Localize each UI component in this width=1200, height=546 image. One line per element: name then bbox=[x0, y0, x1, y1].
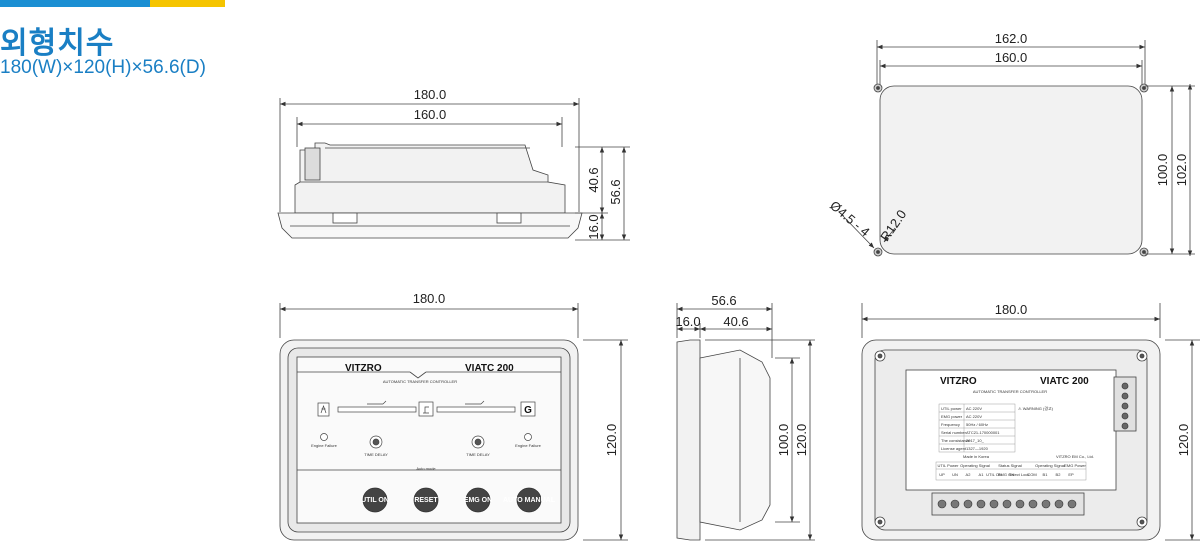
rear-terminal-table bbox=[935, 461, 1087, 481]
spec-value: 1327—1920 bbox=[966, 446, 989, 451]
terminal-screw bbox=[937, 499, 947, 509]
rear-spec-table bbox=[938, 403, 1016, 453]
top-dim-flange: 16.0 bbox=[586, 214, 601, 239]
front-panel-caption: AUTOMATIC TRANSFER CONTROLLER bbox=[383, 379, 457, 384]
panel-cutout bbox=[841, 40, 1195, 257]
front-engine-failure-right: Engine Failure bbox=[515, 443, 542, 448]
cutout-dim-inner-width: 160.0 bbox=[995, 50, 1028, 65]
terminal-label: A2 bbox=[966, 472, 972, 477]
rear-view bbox=[861, 303, 1200, 541]
terminal-screw bbox=[1054, 499, 1064, 509]
front-dim-height: 120.0 bbox=[604, 424, 619, 457]
terminal-label: B1 bbox=[1043, 472, 1049, 477]
terminal-label: UP bbox=[939, 472, 945, 477]
top-view bbox=[277, 98, 630, 241]
spec-key: EMG power bbox=[941, 414, 963, 419]
terminal-screw bbox=[989, 499, 999, 509]
terminal-label: UTIL ON bbox=[986, 472, 1002, 477]
terminal-label: Select Lock bbox=[1009, 472, 1030, 477]
terminal-label: EP bbox=[1068, 472, 1074, 477]
emg-on-button: EMG ON bbox=[464, 497, 492, 504]
terminal-group: UTIL Power bbox=[938, 463, 960, 468]
top-dim-body-depth: 40.6 bbox=[586, 167, 601, 192]
front-brand: VITZRO bbox=[345, 363, 382, 374]
rear-company: VITZRO EM Co., Ltd. bbox=[1056, 454, 1094, 459]
front-model: VIATC 200 bbox=[465, 363, 514, 374]
page-title: 외형치수 bbox=[0, 26, 115, 61]
spec-key: Frequency bbox=[941, 422, 960, 427]
terminal-label: B2 bbox=[1056, 472, 1062, 477]
terminal-label: EMG ON bbox=[998, 472, 1014, 477]
front-dim-width: 180.0 bbox=[413, 291, 446, 306]
front-buttons bbox=[362, 487, 542, 513]
front-auto-mode-label: Auto mode bbox=[416, 466, 436, 471]
front-time-delay-left: TIME DELAY bbox=[364, 452, 388, 457]
rear-made-in: Made in Korea bbox=[963, 454, 990, 459]
terminal-screw bbox=[950, 499, 960, 509]
cutout-dim-outer-width: 162.0 bbox=[995, 31, 1028, 46]
page-subtitle: 180(W)×120(H)×56.6(D) bbox=[0, 57, 206, 78]
spec-value: AC 220V bbox=[966, 406, 982, 411]
cutout-dim-inner-height: 100.0 bbox=[1155, 154, 1170, 187]
spec-value: ATC21-170000001 bbox=[966, 430, 1000, 435]
front-engine-failure-left: Engine Failure bbox=[311, 443, 338, 448]
terminal-group: EMG Power bbox=[1064, 463, 1086, 468]
terminal-screw bbox=[1028, 499, 1038, 509]
spec-key: License agent bbox=[941, 446, 967, 451]
spec-value: AC 220V bbox=[966, 414, 982, 419]
header-bar-yellow bbox=[150, 0, 225, 7]
top-dim-overall-width: 180.0 bbox=[414, 87, 447, 102]
top-dim-total-depth: 56.6 bbox=[608, 179, 623, 204]
g-generator-icon: G bbox=[524, 405, 532, 416]
spec-value: 2017_10_ bbox=[966, 438, 985, 443]
spec-key: The consistance bbox=[941, 438, 971, 443]
util-on-button: UTIL ON bbox=[361, 497, 389, 504]
terminal-screw bbox=[1002, 499, 1012, 509]
terminal-screw bbox=[976, 499, 986, 509]
side-dim-outer-height: 120.0 bbox=[794, 424, 809, 457]
front-indicators bbox=[317, 400, 536, 449]
cutout-dim-outer-height: 102.0 bbox=[1174, 154, 1189, 187]
cutout-hole-label: Ø4.5 - 4 bbox=[827, 198, 873, 240]
top-dim-inner-width: 160.0 bbox=[414, 107, 447, 122]
rear-caption: AUTOMATIC TRANSFER CONTROLLER bbox=[973, 389, 1047, 394]
rear-dim-width: 180.0 bbox=[995, 302, 1028, 317]
terminal-group: Status Signal bbox=[998, 463, 1022, 468]
terminal-label: UN bbox=[952, 472, 958, 477]
rear-brand: VITZRO bbox=[940, 376, 977, 387]
front-time-delay-right: TIME DELAY bbox=[466, 452, 490, 457]
terminal-label: COM bbox=[1027, 472, 1036, 477]
side-dim-flange: 16.0 bbox=[675, 314, 700, 329]
side-dim-total-depth: 56.6 bbox=[711, 293, 736, 308]
auto-manual-button: AUTO MANUAL bbox=[503, 497, 556, 504]
terminal-screw bbox=[1067, 499, 1077, 509]
terminal-group: Operating Signal bbox=[1035, 463, 1065, 468]
spec-key: Serial number bbox=[941, 430, 967, 435]
terminal-group: Operating Signal bbox=[960, 463, 990, 468]
rear-model: VIATC 200 bbox=[1040, 376, 1089, 387]
rear-warning-title: ⚠ WARNING (경고) bbox=[1018, 405, 1054, 411]
rear-terminal-block bbox=[937, 499, 1077, 509]
spec-value: 50Hz / 60Hz bbox=[966, 422, 988, 427]
front-view bbox=[279, 303, 628, 541]
spec-key: UTIL power bbox=[941, 406, 962, 411]
terminal-screw bbox=[963, 499, 973, 509]
terminal-screw bbox=[1015, 499, 1025, 509]
terminal-label: A1 bbox=[979, 472, 985, 477]
terminal-screw bbox=[1041, 499, 1051, 509]
side-dim-body-depth: 40.6 bbox=[723, 314, 748, 329]
header-bar-blue bbox=[0, 0, 150, 7]
side-view bbox=[676, 303, 815, 541]
side-dim-inner-height: 100.0 bbox=[776, 424, 791, 457]
rear-dim-height: 120.0 bbox=[1176, 424, 1191, 457]
reset-button: RESET bbox=[414, 497, 438, 504]
